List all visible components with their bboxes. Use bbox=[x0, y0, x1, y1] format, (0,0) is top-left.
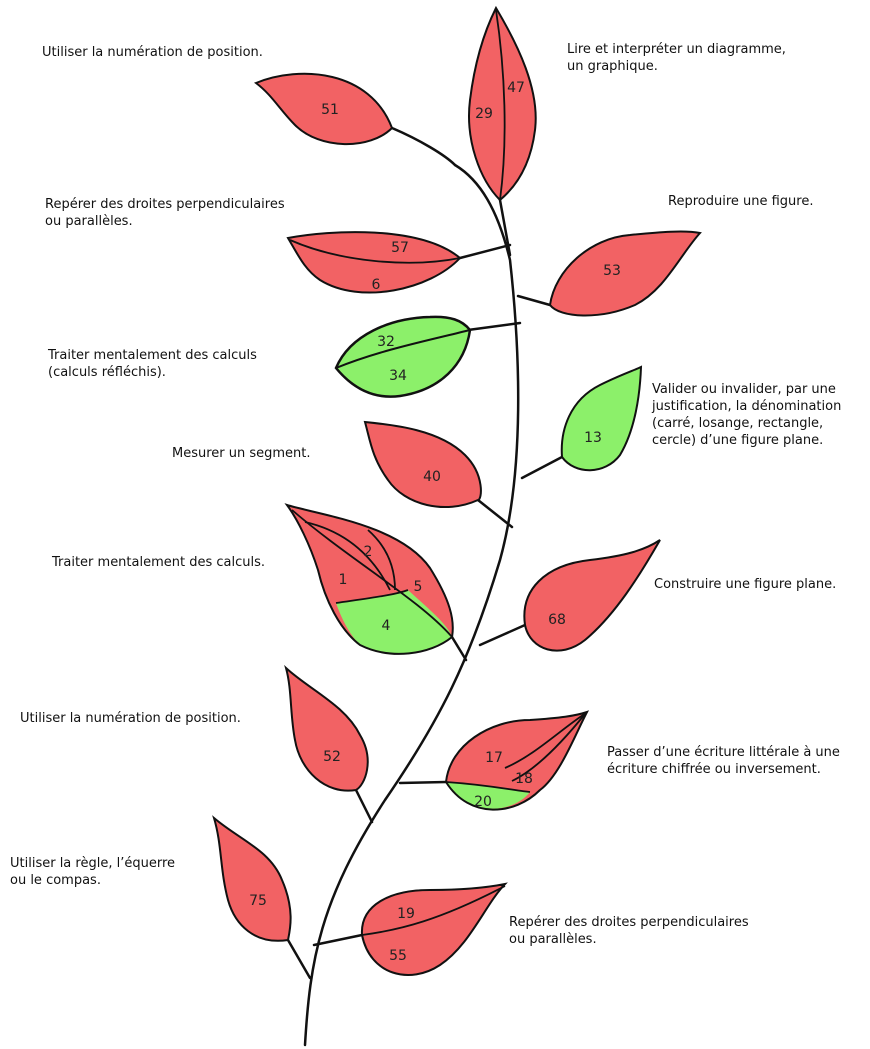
branch-52 bbox=[356, 790, 372, 822]
label-reproduire-figure: Reproduire une figure. bbox=[668, 193, 813, 210]
leaf-52-number: 52 bbox=[323, 749, 341, 765]
leaf-13-number: 13 bbox=[584, 430, 602, 446]
label-regle-equerre-compas: Utiliser la règle, l’équerre ou le compa… bbox=[10, 855, 175, 889]
leaf-34-number: 34 bbox=[389, 368, 407, 384]
leaf-6-number: 6 bbox=[372, 277, 381, 293]
branch-13 bbox=[522, 457, 562, 478]
label-numeration-position-2: Utiliser la numération de position. bbox=[20, 710, 241, 727]
leaf-57-number: 57 bbox=[391, 240, 409, 256]
leaf-5-number: 5 bbox=[414, 579, 423, 595]
leaf-53-number: 53 bbox=[603, 263, 621, 279]
leaf-53 bbox=[550, 232, 700, 316]
leaf-55-number: 55 bbox=[389, 948, 407, 964]
leaf-2-number: 2 bbox=[364, 544, 373, 560]
leaf-40-number: 40 bbox=[423, 469, 441, 485]
label-construire-figure: Construire une figure plane. bbox=[654, 576, 836, 593]
leaf-47-number: 47 bbox=[507, 80, 525, 96]
branch-53 bbox=[518, 296, 550, 305]
leaf-51-number: 51 bbox=[321, 102, 339, 118]
leaf-68-number: 68 bbox=[548, 612, 566, 628]
leaf-32-34 bbox=[336, 317, 470, 397]
branch-75 bbox=[288, 940, 310, 978]
leaf-4-number: 4 bbox=[382, 618, 391, 634]
leaf-13 bbox=[562, 367, 641, 470]
leaf-17-number: 17 bbox=[485, 750, 503, 766]
leaf-75-number: 75 bbox=[249, 893, 267, 909]
label-ecriture-litterale: Passer d’une écriture littérale à une éc… bbox=[607, 744, 840, 778]
branch-68 bbox=[480, 625, 525, 645]
label-numeration-position-1: Utiliser la numération de position. bbox=[42, 44, 263, 61]
label-lire-diagramme: Lire et interpréter un diagramme, un gra… bbox=[567, 41, 786, 75]
leaf-1-2-5-4 bbox=[287, 505, 453, 654]
leaf-52 bbox=[286, 668, 368, 791]
leaf-29-number: 29 bbox=[475, 106, 493, 122]
branch-32-34 bbox=[468, 323, 520, 330]
leaf-17-18-20 bbox=[446, 712, 587, 810]
leaf-18-number: 18 bbox=[515, 771, 533, 787]
branch-51 bbox=[392, 128, 455, 165]
branch-17-18-20 bbox=[400, 782, 446, 783]
label-droites-1: Repérer des droites perpendiculaires ou … bbox=[45, 196, 285, 230]
leaf-68 bbox=[524, 540, 660, 651]
leaf-1-number: 1 bbox=[339, 572, 348, 588]
leaf-32-number: 32 bbox=[377, 334, 395, 350]
label-mesurer-segment: Mesurer un segment. bbox=[172, 445, 311, 462]
leaf-19-number: 19 bbox=[397, 906, 415, 922]
branch-57-6 bbox=[460, 245, 510, 258]
leaf-20-number: 20 bbox=[474, 794, 492, 810]
leaf-75 bbox=[214, 818, 291, 941]
label-calculs-mentaux: Traiter mentalement des calculs. bbox=[52, 554, 265, 571]
leaf-40 bbox=[365, 422, 481, 507]
branch-1-2-5-4 bbox=[452, 637, 466, 660]
label-calculs-reflechis: Traiter mentalement des calculs (calculs… bbox=[48, 347, 257, 381]
label-valider-invalider: Valider ou invalider, par une justificat… bbox=[652, 381, 841, 449]
branch-40 bbox=[478, 500, 512, 527]
label-droites-2: Repérer des droites perpendiculaires ou … bbox=[509, 914, 749, 948]
